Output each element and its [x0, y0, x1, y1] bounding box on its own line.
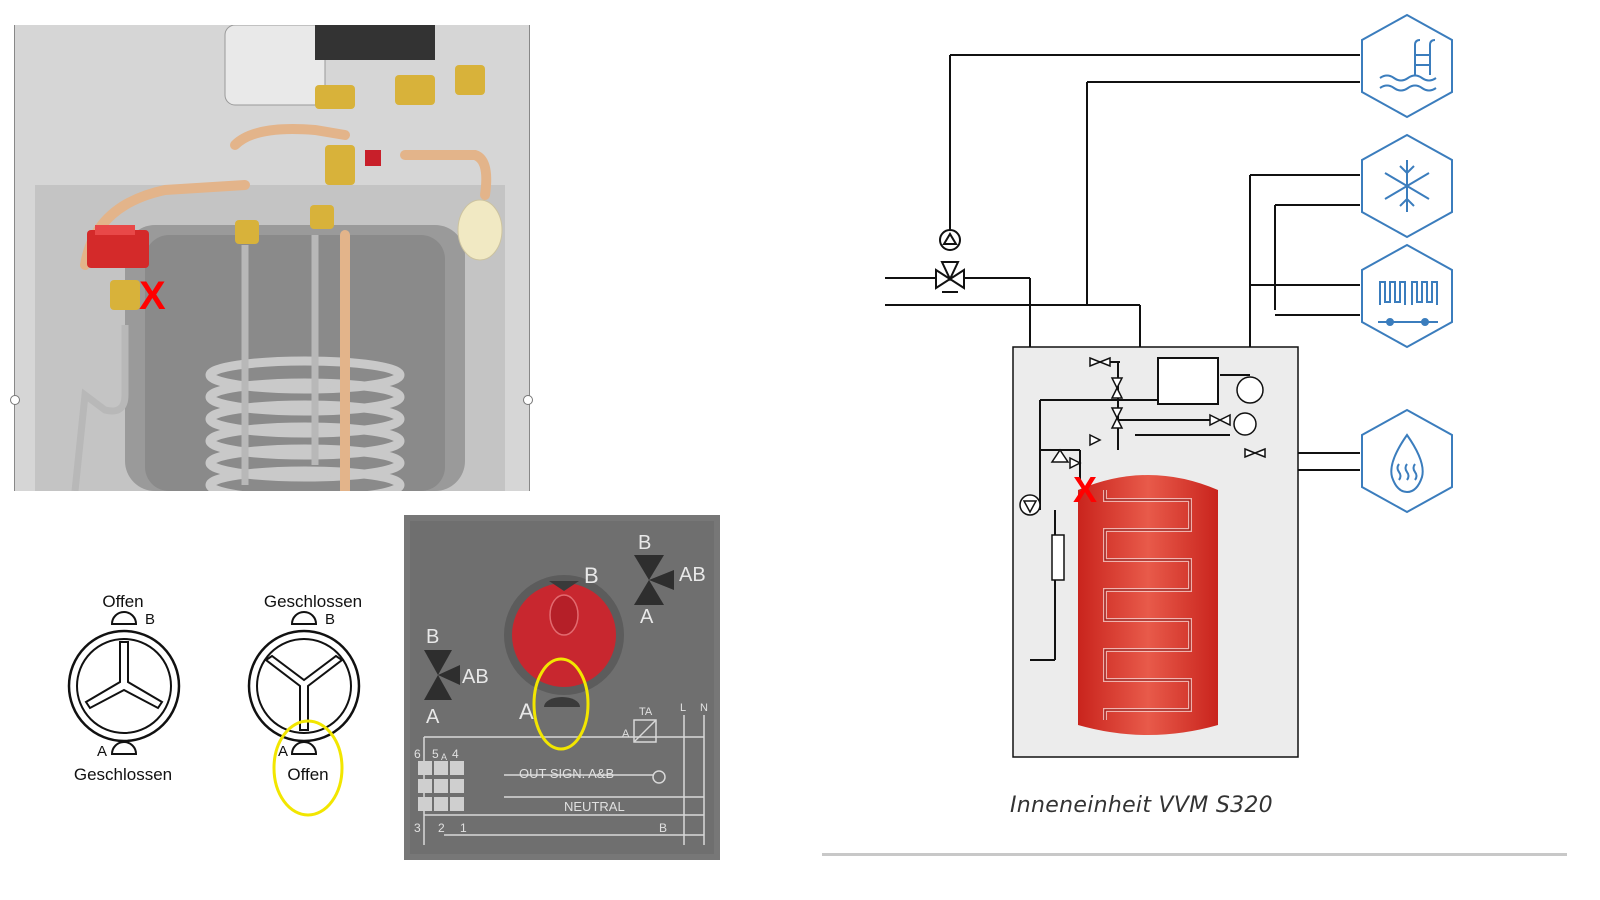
left-bottom-state: Geschlossen	[74, 765, 172, 784]
terminal-3: 3	[414, 821, 421, 835]
highlight-circle-photo	[532, 657, 590, 751]
knob-label-a: A	[519, 699, 534, 724]
terminal-2: 2	[438, 821, 445, 835]
label-neutral: NEUTRAL	[564, 799, 625, 814]
hot-water-tank	[1078, 475, 1218, 735]
label-a-wiring: A	[622, 728, 630, 740]
valve-right-ab: AB	[679, 564, 706, 586]
heat-pump-cutaway-photo: X	[14, 25, 530, 491]
valve-symbol-left: Offen B A Geschlossen	[67, 592, 181, 784]
schematic-caption: Inneneinheit VVM S320	[1010, 793, 1273, 818]
system-schematic: X	[880, 10, 1580, 790]
valve-right-b: B	[638, 532, 651, 554]
valve-right-a: A	[640, 606, 654, 628]
snowflake-icon	[1361, 133, 1453, 239]
terminal-4: 4	[452, 747, 459, 761]
terminal-5: 5	[432, 747, 439, 761]
label-l: L	[680, 702, 686, 714]
label-n: N	[700, 702, 708, 714]
label-ta: TA	[639, 706, 653, 718]
terminal-1: 1	[460, 821, 467, 835]
radiator-icon	[1361, 243, 1453, 349]
valve-position-symbols: Offen B A Geschlossen Geschlossen B A Of…	[50, 580, 390, 830]
knob-label-b: B	[584, 563, 599, 588]
resize-handle-left[interactable]	[10, 395, 20, 405]
right-bottom-port: A	[278, 743, 288, 760]
resize-handle-right[interactable]	[523, 395, 533, 405]
valve-left-ab: AB	[462, 666, 489, 688]
photo-marker-x: X	[139, 274, 166, 318]
terminal-6: 6	[414, 747, 421, 761]
left-top-port: B	[145, 611, 155, 628]
left-top-state: Offen	[102, 592, 143, 611]
valve-actuator-photo: B A B AB A B AB A	[404, 515, 720, 860]
valve-left-b: B	[426, 626, 439, 648]
schematic-marker-x: X	[1073, 469, 1097, 510]
right-bottom-state: Offen	[287, 765, 328, 784]
pool-icon	[1361, 13, 1453, 119]
valve-left-a: A	[426, 706, 440, 728]
right-top-state: Geschlossen	[264, 592, 362, 611]
left-bottom-port: A	[97, 743, 107, 760]
label-b-bottom: B	[659, 821, 667, 835]
label-out-sign: OUT SIGN. A&B	[519, 766, 614, 781]
valve-symbol-right: Geschlossen B A Offen	[247, 592, 362, 817]
right-top-port: B	[325, 611, 335, 628]
hot-water-drop-icon	[1361, 408, 1453, 514]
highlight-circle-symbol	[272, 719, 344, 817]
divider-line	[822, 853, 1567, 856]
terminal-5a: A	[441, 752, 447, 762]
